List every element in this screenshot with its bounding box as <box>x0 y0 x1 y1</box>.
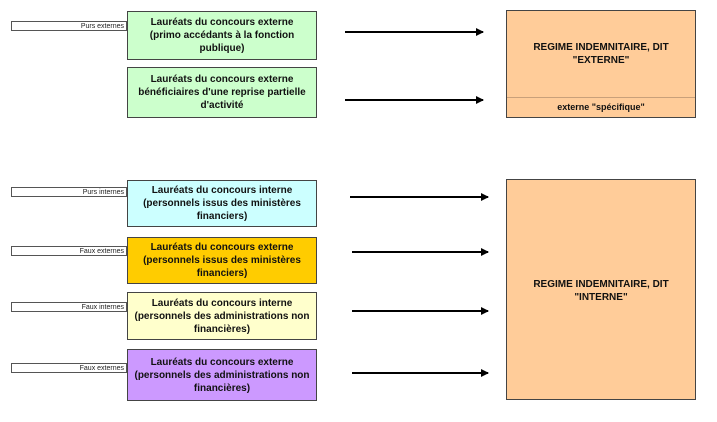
tag-faux-externes-1: Faux externes <box>11 246 127 256</box>
box-externe-primo: Lauréats du concours externe (primo accé… <box>127 11 317 60</box>
regime-externe-divider <box>507 97 695 98</box>
box-interne-financiers: Lauréats du concours interne (personnels… <box>127 180 317 227</box>
regime-externe-specifique: externe "spécifique" <box>557 102 645 112</box>
tag-purs-internes: Purs internes <box>11 187 127 197</box>
box-externe-reprise: Lauréats du concours externe bénéficiair… <box>127 67 317 118</box>
regime-externe-title-text: REGIME INDEMNITAIRE, DIT "EXTERNE" <box>533 42 669 66</box>
box-externe-non-financiers: Lauréats du concours externe (personnels… <box>127 349 317 401</box>
regime-interne-title: REGIME INDEMNITAIRE, DIT "INTERNE" <box>507 180 695 401</box>
regime-interne-title-text: REGIME INDEMNITAIRE, DIT "INTERNE" <box>533 278 669 303</box>
tag-faux-externes-2: Faux externes <box>11 363 127 373</box>
tag-purs-externes: Purs externes <box>11 21 127 31</box>
box-externe-financiers: Lauréats du concours externe (personnels… <box>127 237 317 284</box>
box-externe-financiers-label: Lauréats du concours externe (personnels… <box>143 242 301 279</box>
regime-externe-title: REGIME INDEMNITAIRE, DIT "EXTERNE" <box>507 11 695 97</box>
regime-externe-box: REGIME INDEMNITAIRE, DIT "EXTERNE" exter… <box>506 10 696 118</box>
box-interne-financiers-label: Lauréats du concours interne (personnels… <box>143 185 301 222</box>
regime-interne-box: REGIME INDEMNITAIRE, DIT "INTERNE" <box>506 179 696 400</box>
box-externe-reprise-label: Lauréats du concours externe bénéficiair… <box>138 74 306 111</box>
box-interne-non-financiers-label: Lauréats du concours interne (personnels… <box>134 297 310 335</box>
tag-faux-internes: Faux internes <box>11 302 127 312</box>
box-interne-non-financiers: Lauréats du concours interne (personnels… <box>127 292 317 340</box>
box-externe-non-financiers-label: Lauréats du concours externe (personnels… <box>134 356 310 394</box>
box-externe-primo-label: Lauréats du concours externe (primo accé… <box>149 17 295 54</box>
